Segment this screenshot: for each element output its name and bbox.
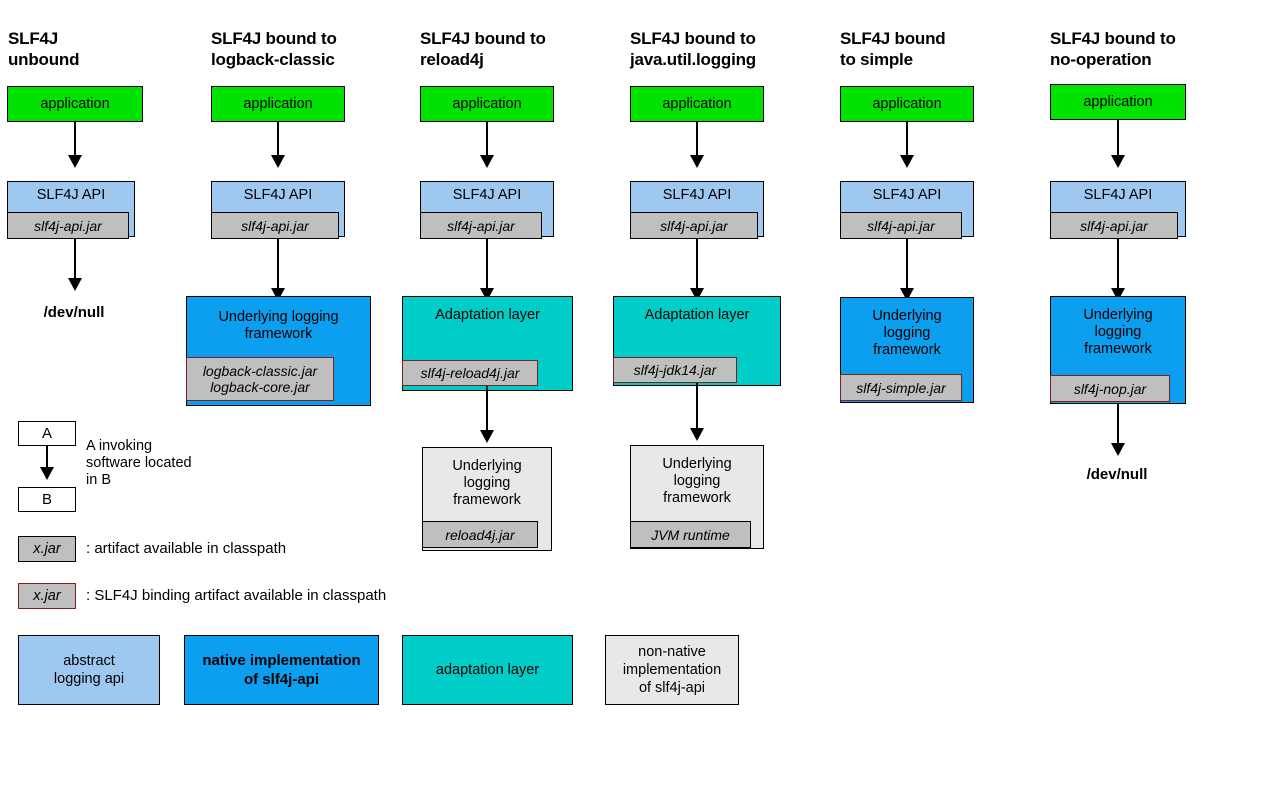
box-application-col3: application: [420, 86, 554, 122]
column-title-nop: SLF4J bound to no-operation: [1050, 29, 1176, 69]
terminal-devnull-col6: /dev/null: [1086, 466, 1148, 483]
column-title-jul: SLF4J bound to java.util.logging: [630, 29, 756, 69]
arrow-line-col3-c: [486, 386, 488, 434]
jar-slf4j-jdk14-col4: slf4j-jdk14.jar: [613, 357, 737, 383]
jar-slf4j-api-col3: slf4j-api.jar: [420, 212, 542, 239]
arrow-line-col6-b: [1117, 239, 1119, 292]
legend-box-b: B: [18, 487, 76, 512]
legend-binding-description: : SLF4J binding artifact available in cl…: [86, 587, 387, 604]
jar-slf4j-simple-col5: slf4j-simple.jar: [840, 374, 962, 401]
arrow-line-col1-b: [74, 239, 76, 281]
jar-logback-col2: logback-classic.jar logback-core.jar: [186, 357, 334, 401]
arrow-line-col6-a: [1117, 120, 1119, 158]
arrow-head-col3-c: [480, 430, 494, 443]
arrow-line-col5-a: [906, 122, 908, 158]
legend-swatch-non-native-impl: non-native implementation of slf4j-api: [605, 635, 739, 705]
legend-swatch-adaptation-layer: adaptation layer: [402, 635, 573, 705]
jar-slf4j-api-col4: slf4j-api.jar: [630, 212, 758, 239]
column-title-reload4j: SLF4J bound to reload4j: [420, 29, 546, 69]
legend-invocation-note: A invoking software located in B: [86, 438, 192, 488]
legend-swatch-native-impl: native implementation of slf4j-api: [184, 635, 379, 705]
legend-box-a: A: [18, 421, 76, 446]
arrow-line-col3-b: [486, 239, 488, 292]
column-title-unbound: SLF4J unbound: [8, 29, 80, 69]
box-application-col6: application: [1050, 84, 1186, 120]
arrow-head-col5-a: [900, 155, 914, 168]
arrow-head-col1-a: [68, 155, 82, 168]
box-application-col4: application: [630, 86, 764, 122]
arrow-line-col4-a: [696, 122, 698, 158]
arrow-head-col2-a: [271, 155, 285, 168]
arrow-line-col2-b: [277, 239, 279, 292]
jar-jvm-runtime-col4: JVM runtime: [630, 521, 751, 548]
legend-binding-sample: x.jar: [18, 583, 76, 609]
legend-arrow-head: [40, 467, 54, 480]
legend-arrow-line: [46, 446, 48, 473]
terminal-devnull-col1: /dev/null: [43, 304, 105, 321]
arrow-line-col2-a: [277, 122, 279, 158]
arrow-head-col3-a: [480, 155, 494, 168]
arrow-head-col6-a: [1111, 155, 1125, 168]
jar-slf4j-api-col6: slf4j-api.jar: [1050, 212, 1178, 239]
column-title-simple: SLF4J bound to simple: [840, 29, 946, 69]
jar-slf4j-nop-col6: slf4j-nop.jar: [1050, 375, 1170, 402]
box-application-col2: application: [211, 86, 345, 122]
arrow-head-col1-b: [68, 278, 82, 291]
jar-slf4j-api-col2: slf4j-api.jar: [211, 212, 339, 239]
legend-swatch-abstract-api: abstract logging api: [18, 635, 160, 705]
jar-slf4j-api-col1: slf4j-api.jar: [7, 212, 129, 239]
arrow-head-col6-c: [1111, 443, 1125, 456]
arrow-line-col4-c: [696, 383, 698, 431]
arrow-head-col4-a: [690, 155, 704, 168]
jar-slf4j-api-col5: slf4j-api.jar: [840, 212, 962, 239]
jar-reload4j-col3: reload4j.jar: [422, 521, 538, 548]
arrow-head-col4-c: [690, 428, 704, 441]
arrow-line-col3-a: [486, 122, 488, 158]
column-title-logback: SLF4J bound to logback-classic: [211, 29, 337, 69]
box-application-col1: application: [7, 86, 143, 122]
arrow-line-col4-b: [696, 239, 698, 292]
arrow-line-col1-a: [74, 122, 76, 158]
box-application-col5: application: [840, 86, 974, 122]
legend-artifact-sample: x.jar: [18, 536, 76, 562]
arrow-line-col5-b: [906, 239, 908, 292]
arrow-line-col6-c: [1117, 404, 1119, 446]
jar-slf4j-reload4j-col3: slf4j-reload4j.jar: [402, 360, 538, 386]
legend-artifact-description: : artifact available in classpath: [86, 540, 287, 557]
